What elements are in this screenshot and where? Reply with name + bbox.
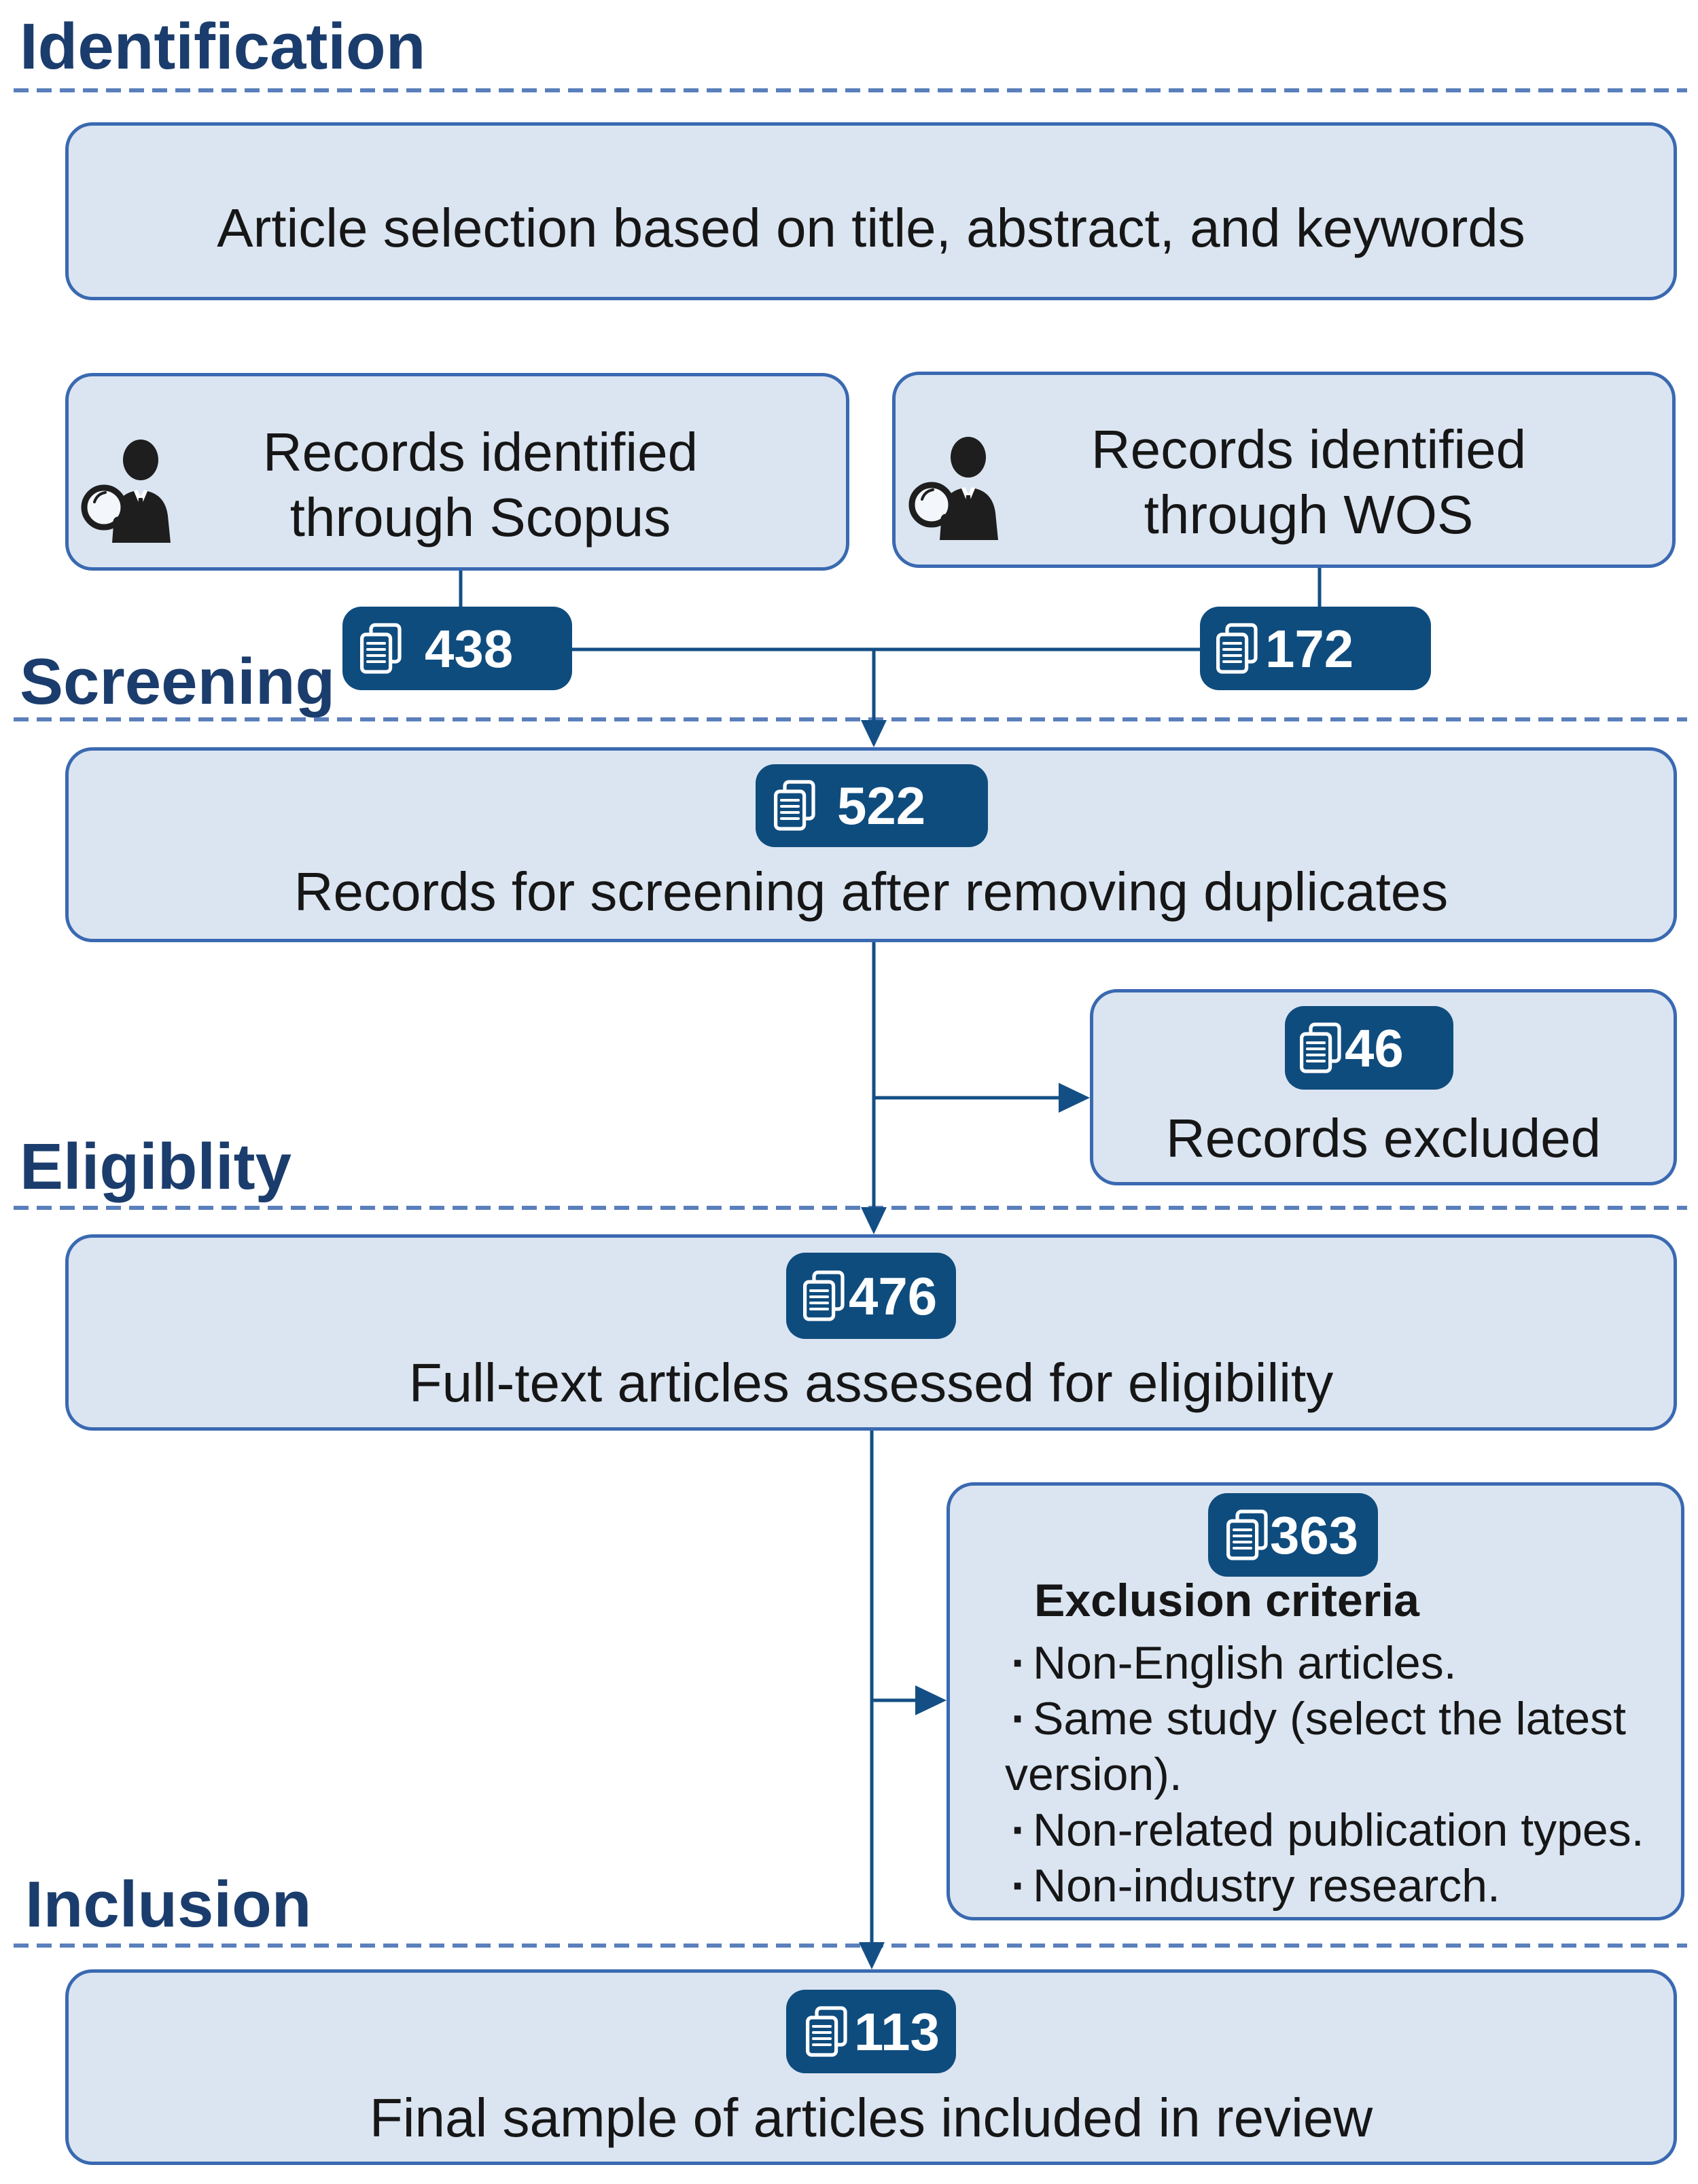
- section-heading-inclusion: Inclusion: [25, 1868, 312, 1941]
- source-label-line: through WOS: [1144, 484, 1474, 545]
- person-search-icon: [904, 429, 1006, 540]
- document-icon: [1298, 1022, 1342, 1074]
- exclusion-criterion: Non-industry research.: [1005, 1858, 1674, 1914]
- inclusion-count: 113: [854, 2001, 940, 2062]
- source-label-line: Records identified: [1091, 419, 1527, 480]
- eligibility-label: Full-text articles assessed for eligibil…: [408, 1353, 1334, 1413]
- wos-record-count: 172: [1265, 618, 1354, 679]
- inclusion-label: Final sample of articles included in rev…: [369, 2088, 1373, 2148]
- eligibility-box: 476 Full-text articles assessed for elig…: [65, 1234, 1677, 1431]
- arrow-to-screening-head: [861, 720, 887, 747]
- count-badge-screening: 522: [756, 764, 988, 847]
- count-badge-exclusion: 363: [1208, 1493, 1378, 1577]
- document-icon: [773, 780, 816, 831]
- document-icon: [804, 2006, 848, 2058]
- screening-box: 522 Records for screening after removing…: [65, 747, 1677, 942]
- exclusion-criterion: Non-English articles.: [1005, 1635, 1674, 1691]
- person-search-icon: [77, 431, 179, 543]
- eligibility-count: 476: [849, 1266, 938, 1326]
- count-badge-excluded: 46: [1285, 1006, 1453, 1090]
- source-box-wos: Records identified through WOS: [892, 372, 1676, 568]
- source-label-line: through Scopus: [289, 487, 671, 548]
- scopus-record-count: 438: [425, 618, 514, 679]
- arrow-to-eligibility-head: [861, 1207, 887, 1234]
- section-heading-identification: Identification: [20, 10, 426, 83]
- document-icon: [1215, 623, 1258, 675]
- source-label-line: Records identified: [262, 422, 698, 482]
- exclusion-criteria-list: Non-English articles. Same study (select…: [1005, 1635, 1674, 1914]
- section-heading-screening: Screening: [20, 645, 336, 718]
- screening-count: 522: [837, 776, 926, 836]
- exclusion-count: 363: [1270, 1505, 1359, 1565]
- document-icon: [359, 623, 402, 675]
- arrow-to-exclusion-head: [915, 1685, 947, 1715]
- count-badge-scopus: 438: [342, 607, 572, 690]
- exclusion-criterion: Same study (select the latest version).: [1005, 1691, 1674, 1802]
- source-label-wos: Records identified through WOS: [1012, 417, 1606, 548]
- count-badge-wos: 172: [1200, 607, 1431, 690]
- document-icon: [802, 1270, 845, 1322]
- source-box-scopus: Records identified through Scopus: [65, 373, 849, 571]
- excluded-count: 46: [1345, 1018, 1404, 1078]
- screening-label: Records for screening after removing dup…: [294, 861, 1449, 922]
- exclusion-criteria-title: Exclusion criteria: [1034, 1575, 1419, 1626]
- section-heading-eligibility: Eligiblity: [20, 1130, 292, 1203]
- selection-box: Article selection based on title, abstra…: [65, 122, 1677, 300]
- inclusion-box: 113 Final sample of articles included in…: [65, 1969, 1677, 2165]
- exclusion-criterion: Non-related publication types.: [1005, 1802, 1674, 1858]
- excluded-box: 46 Records excluded: [1090, 989, 1677, 1185]
- arrow-to-excluded-head: [1059, 1083, 1090, 1113]
- source-label-scopus: Records identified through Scopus: [183, 420, 777, 550]
- count-badge-inclusion: 113: [786, 1990, 956, 2073]
- document-icon: [1225, 1509, 1269, 1561]
- selection-label: Article selection based on title, abstra…: [217, 198, 1525, 258]
- arrow-to-inclusion-head: [859, 1942, 885, 1969]
- exclusion-criteria-box: 363 Exclusion criteria Non-English artic…: [947, 1482, 1684, 1920]
- excluded-label: Records excluded: [1165, 1108, 1602, 1168]
- count-badge-eligibility: 476: [786, 1253, 956, 1339]
